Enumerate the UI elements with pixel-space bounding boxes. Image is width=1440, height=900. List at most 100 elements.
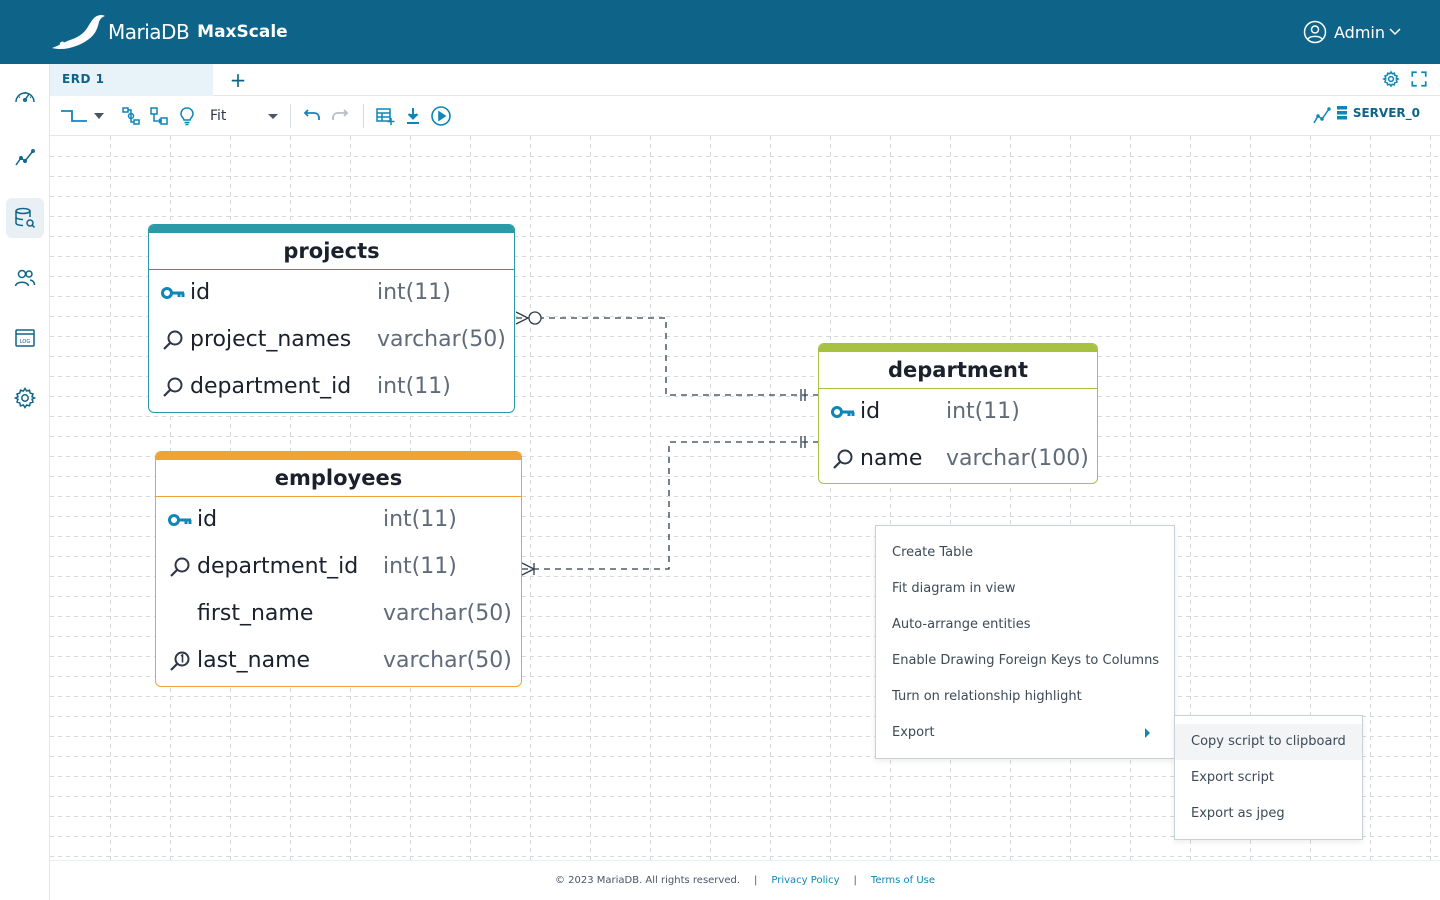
menu-export[interactable]: Export <box>876 715 1174 751</box>
chart-line-icon <box>15 149 35 166</box>
nav-logs[interactable]: LOG <box>6 318 44 358</box>
copyright-text: © 2023 MariaDB. All rights reserved. <box>554 875 741 886</box>
entity-column-row[interactable]: last_name varchar(50) <box>156 638 521 685</box>
canvas-grid-line <box>950 136 951 860</box>
canvas-grid-line <box>50 776 1440 777</box>
canvas-grid-line <box>50 396 1440 397</box>
zoom-value: Fit <box>210 108 227 124</box>
entity-column-row[interactable]: id int(11) <box>149 270 514 317</box>
index-icon <box>170 557 190 577</box>
menu-export-script[interactable]: Export script <box>1191 770 1274 785</box>
menu-create-table[interactable]: Create Table <box>892 545 973 560</box>
arrange-icon <box>150 107 168 125</box>
speedometer-icon <box>15 92 35 103</box>
canvas-grid-line <box>50 736 1440 737</box>
column-name: last_name <box>197 648 311 673</box>
toggle-relationship-button[interactable] <box>119 104 143 128</box>
canvas-grid-line <box>50 656 1440 657</box>
entity-employees[interactable]: employees id int(11) department_id int(1… <box>155 451 522 687</box>
entity-column-row[interactable]: id int(11) <box>819 389 1097 436</box>
menu-relationship-highlight[interactable]: Turn on relationship highlight <box>892 689 1082 704</box>
user-menu[interactable]: Admin <box>1303 18 1408 46</box>
one-marker <box>800 389 806 401</box>
erd-tab-bar: ERD 1 + <box>50 64 1440 96</box>
add-tab-button[interactable]: + <box>229 68 247 92</box>
canvas-grid-line <box>50 496 1440 497</box>
apply-script-button[interactable] <box>429 104 453 128</box>
canvas-grid-line <box>1070 136 1071 860</box>
link-employees-department <box>522 441 818 570</box>
column-type: int(11) <box>377 280 451 305</box>
one-marker <box>800 436 806 448</box>
canvas-grid-line <box>590 136 591 860</box>
canvas-grid-line <box>1010 136 1011 860</box>
visualize-button[interactable] <box>1310 104 1334 128</box>
menu-enable-fk-columns[interactable]: Enable Drawing Foreign Keys to Columns <box>892 653 1160 668</box>
account-circle-icon <box>1303 20 1327 44</box>
nav-visualization[interactable] <box>6 138 44 178</box>
menu-fit-diagram[interactable]: Fit diagram in view <box>892 581 1016 596</box>
zoom-select[interactable]: Fit <box>210 104 278 128</box>
create-table-button[interactable] <box>373 104 397 128</box>
menu-export-jpeg[interactable]: Export as jpeg <box>1191 806 1285 821</box>
redo-button[interactable] <box>328 104 352 128</box>
canvas-grid-line <box>50 756 1440 757</box>
canvas-grid-line <box>50 236 1440 237</box>
play-circle-icon <box>431 106 451 126</box>
canvas-grid-line <box>50 196 1440 197</box>
canvas-grid-line <box>50 456 1440 457</box>
entity-column-row[interactable]: name varchar(100) <box>819 436 1097 483</box>
nav-settings[interactable] <box>6 378 44 418</box>
fullscreen-icon[interactable] <box>1410 70 1428 88</box>
auto-arrange-button[interactable] <box>147 104 171 128</box>
entity-column-row[interactable]: project_names varchar(50) <box>149 317 514 364</box>
undo-button[interactable] <box>300 104 324 128</box>
nav-users[interactable] <box>6 258 44 298</box>
export-button[interactable] <box>401 104 425 128</box>
menu-copy-script[interactable]: Copy script to clipboard <box>1175 724 1362 760</box>
page-footer: © 2023 MariaDB. All rights reserved. | P… <box>50 860 1440 900</box>
link-shape-button[interactable] <box>60 104 88 128</box>
zero-marker <box>528 311 542 325</box>
entity-column-row[interactable]: department_id int(11) <box>149 364 514 411</box>
terms-of-use-link[interactable]: Terms of Use <box>870 875 936 886</box>
column-type: varchar(50) <box>377 327 506 352</box>
canvas-grid-line <box>50 596 1440 597</box>
canvas-grid-line <box>50 436 1440 437</box>
tab-erd-1[interactable]: ERD 1 <box>50 64 213 96</box>
menu-auto-arrange[interactable]: Auto-arrange entities <box>892 617 1031 632</box>
canvas-grid-line <box>1250 136 1251 860</box>
column-name: first_name <box>197 601 314 626</box>
column-type: varchar(50) <box>383 648 512 673</box>
brand-logo[interactable]: MariaDB MaxScale <box>50 12 288 52</box>
server-label: SERVER_0 <box>1352 106 1420 120</box>
entity-column-row[interactable]: first_name varchar(50) <box>156 591 521 638</box>
entity-column-row[interactable]: id int(11) <box>156 497 521 544</box>
active-server-selector[interactable]: SERVER_0 <box>1336 106 1420 120</box>
canvas-grid-line <box>110 136 111 860</box>
canvas-grid-line <box>50 816 1440 817</box>
entity-title: projects <box>149 225 514 270</box>
entity-column-row[interactable]: department_id int(11) <box>156 544 521 591</box>
unique-index-icon <box>170 651 190 671</box>
svg-text:LOG: LOG <box>20 339 31 345</box>
highlight-relationship-button[interactable] <box>175 104 199 128</box>
canvas-grid-line <box>50 376 1440 377</box>
privacy-policy-link[interactable]: Privacy Policy <box>771 875 840 886</box>
canvas-grid-line <box>50 676 1440 677</box>
column-name: id <box>190 280 211 305</box>
settings-gear-icon[interactable] <box>1382 70 1400 88</box>
lightbulb-icon <box>180 107 194 126</box>
user-name: Admin <box>1334 22 1385 42</box>
canvas-grid-line <box>50 856 1440 857</box>
crows-foot-marker <box>521 562 536 576</box>
entity-department[interactable]: department id int(11) name varchar(100) <box>818 343 1098 484</box>
canvas-grid-line <box>50 696 1440 697</box>
link-shape-dropdown[interactable] <box>92 104 106 128</box>
caret-down-icon <box>268 114 278 119</box>
canvas-grid-line <box>50 216 1440 217</box>
entity-projects[interactable]: projects id int(11) project_names varcha… <box>148 224 515 413</box>
nav-dashboard[interactable] <box>6 78 44 118</box>
tab-bar-actions <box>1382 70 1428 88</box>
nav-query-editor[interactable] <box>6 198 44 238</box>
